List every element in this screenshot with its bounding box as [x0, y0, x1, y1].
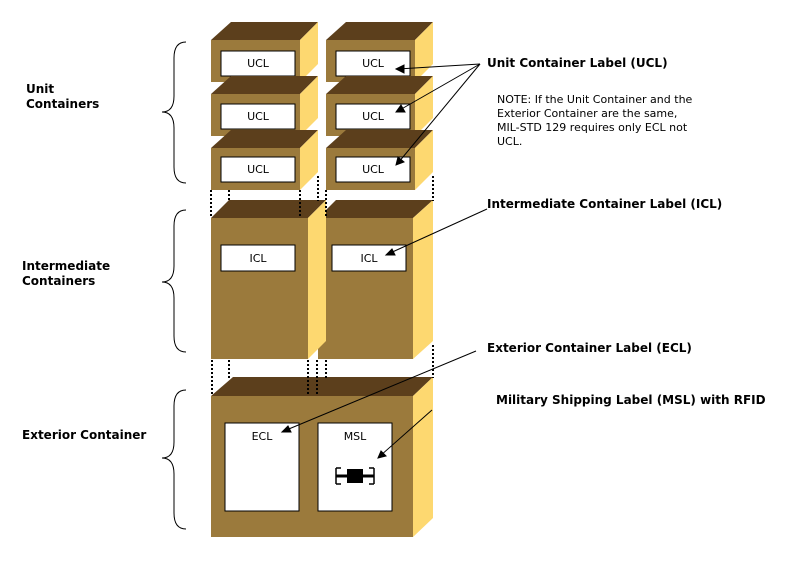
- ucl-label-text: UCL: [247, 57, 270, 70]
- callout-arrows: [280, 63, 488, 459]
- ucl-label-box: [220, 50, 296, 77]
- ucl-label-text: UCL: [362, 163, 385, 176]
- exterior-top: [211, 377, 433, 396]
- unit-container: UCL: [211, 130, 318, 190]
- intermediate-right-side: [413, 200, 433, 359]
- unit-column-right: UCL UCL UCL: [326, 22, 433, 190]
- ucl-label-text: UCL: [247, 110, 270, 123]
- ucl-callout: Unit Container Label (UCL): [487, 56, 668, 70]
- ucl-label-box: [220, 103, 296, 130]
- msl-callout: Military Shipping Label (MSL) with RFID: [496, 393, 766, 407]
- unit-container: UCL: [326, 22, 433, 82]
- msl-arrow: [377, 409, 433, 459]
- icl-arrow: [384, 208, 488, 256]
- ecl-arrow: [280, 350, 477, 433]
- icl-right-label-text: ICL: [360, 252, 378, 265]
- unit-container: UCL: [211, 76, 318, 136]
- msl-label-text: MSL: [344, 430, 367, 443]
- icl-left-label-text: ICL: [249, 252, 267, 265]
- intermediate-right-top: [318, 200, 433, 218]
- unit-container: UCL: [326, 76, 433, 136]
- ucl-label-text: UCL: [362, 57, 385, 70]
- unit-containers-label: Unit Containers: [26, 82, 99, 111]
- intermediate-brace: [161, 209, 187, 353]
- ucl-arrow: [395, 63, 481, 113]
- ucl-arrow: [395, 63, 481, 166]
- ucl-label-text: UCL: [362, 110, 385, 123]
- dotted-connectors-lower: [211, 345, 434, 395]
- intermediate-container-right: ICL: [318, 200, 433, 359]
- group-braces: [161, 41, 187, 530]
- intermediate-left-top: [211, 200, 326, 218]
- unit-container: UCL: [211, 22, 318, 82]
- intermediate-left-side: [308, 200, 326, 359]
- ecl-label-box: [224, 422, 300, 512]
- unit-container: UCL: [326, 130, 433, 190]
- ucl-label-box: [220, 156, 296, 183]
- ecl-label-text: ECL: [252, 430, 274, 443]
- ucl-arrow: [394, 63, 481, 74]
- exterior-side: [413, 377, 433, 537]
- unit-brace: [161, 41, 187, 184]
- exterior-container: ECL MSL: [211, 377, 433, 537]
- rfid-tag-icon: [335, 467, 375, 485]
- intermediate-right-front: [318, 218, 413, 359]
- ucl-label-box: [335, 50, 411, 77]
- msl-label-box: [317, 422, 393, 512]
- dotted-connectors-upper: [210, 176, 434, 217]
- icl-left-label-box: [220, 244, 296, 272]
- exterior-brace: [161, 389, 187, 530]
- ecl-callout: Exterior Container Label (ECL): [487, 341, 692, 355]
- icl-right-label-box: [331, 244, 407, 272]
- intermediate-containers-label: Intermediate Containers: [22, 259, 114, 288]
- ucl-note: NOTE: If the Unit Container and the Exte…: [497, 93, 696, 148]
- icl-callout: Intermediate Container Label (ICL): [487, 197, 722, 211]
- unit-column-left: UCL UCL UCL: [211, 22, 318, 190]
- ucl-label-text: UCL: [247, 163, 270, 176]
- exterior-container-label: Exterior Container: [22, 428, 146, 442]
- intermediate-left-front: [211, 218, 308, 359]
- ucl-label-box: [335, 103, 411, 130]
- intermediate-container-left: ICL: [211, 200, 326, 359]
